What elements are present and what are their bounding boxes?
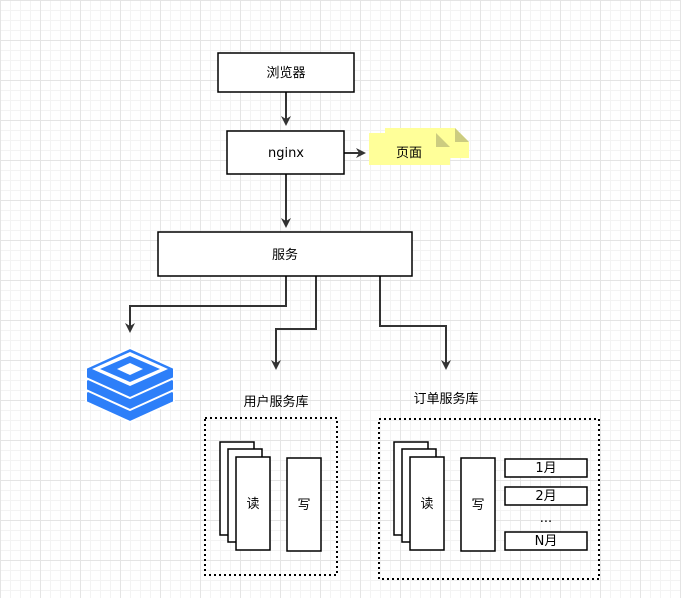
nginx-node: nginx [226, 130, 345, 175]
user-write-box: 写 [286, 457, 322, 552]
page-note-front [369, 133, 450, 165]
month-1-box: 1月 [504, 458, 588, 478]
month-ellipsis: ... [540, 511, 552, 526]
month-2-label: 2月 [535, 489, 556, 504]
user-read-label: 读 [246, 497, 259, 512]
arrow-service-to-order-db [379, 276, 451, 370]
page-note-front-fold [436, 133, 450, 147]
order-db-container [378, 418, 600, 580]
order-write-box: 写 [460, 457, 496, 552]
page-label: 页面 [396, 146, 422, 161]
user-db-title: 用户服务库 [243, 394, 308, 410]
month-1-label: 1月 [535, 461, 556, 476]
user-write-label: 写 [297, 498, 310, 513]
service-node: 服务 [157, 231, 413, 277]
order-write-label: 写 [471, 498, 484, 513]
month-n-box: N月 [504, 531, 588, 551]
nginx-label: nginx [268, 146, 304, 161]
arrow-service-to-user-db [271, 276, 317, 370]
month-n-label: N月 [535, 534, 558, 549]
browser-node: 浏览器 [217, 52, 355, 93]
redis-icon [85, 347, 175, 423]
order-read-label: 读 [420, 497, 433, 512]
browser-label: 浏览器 [266, 65, 305, 81]
order-db-title: 订单服务库 [413, 391, 478, 407]
user-read-stack: 读 [219, 441, 271, 551]
month-2-box: 2月 [504, 486, 588, 506]
user-db-container [204, 417, 338, 576]
arrow-service-to-redis [125, 276, 287, 333]
page-note-back-fold [455, 128, 469, 142]
service-label: 服务 [272, 247, 298, 263]
connectors [125, 92, 451, 370]
order-read-stack: 读 [393, 441, 445, 551]
page-note: 页面 [369, 128, 469, 165]
redis-top-center [117, 363, 143, 375]
